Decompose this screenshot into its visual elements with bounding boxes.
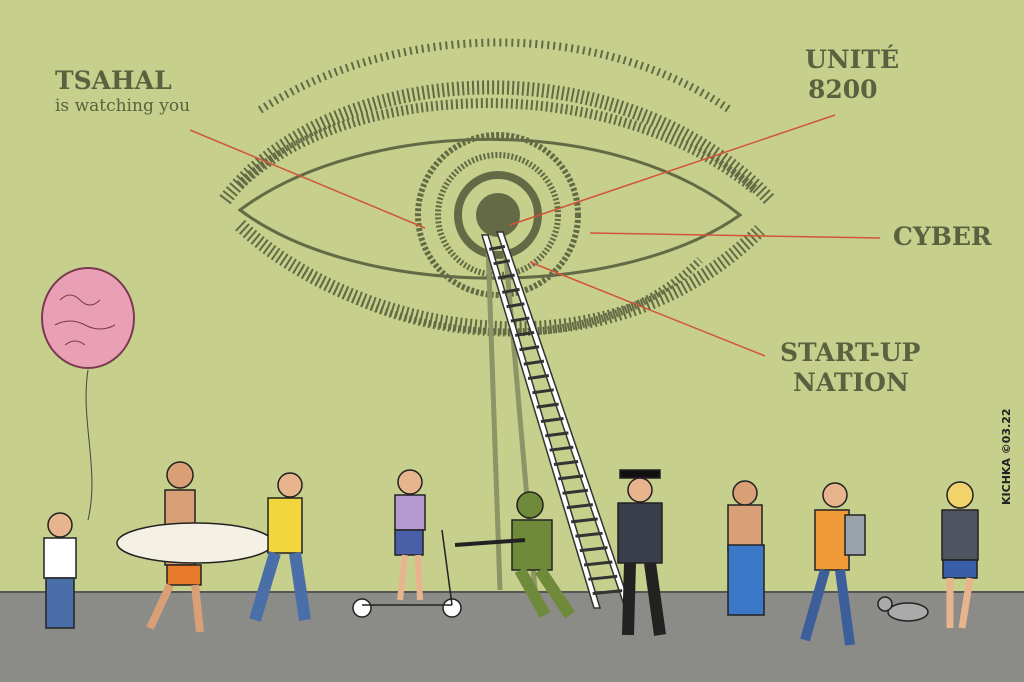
label-8200: 8200 [808,75,878,104]
ladder-rung [510,316,530,323]
pointer-lines [189,114,881,357]
artist-signature: KICHKA ©03.22 [1000,408,1013,505]
label-nation: NATION [793,368,909,397]
ladder-rung [519,345,540,352]
ladder-rung [579,546,608,553]
surfer [116,461,274,633]
ladder-rung [566,503,593,510]
woman-phone [941,481,979,629]
child [43,512,77,629]
man-backpack [800,482,866,646]
dog [877,596,929,622]
label-tsahal: TSAHAL [55,66,172,95]
label-unite: UNITÉ [805,45,900,74]
label-start-up: START-UP [780,338,921,367]
ladder-rung [489,244,506,251]
ladder-rung [545,431,569,438]
label-cyber: CYBER [893,222,992,251]
ladder-rung [540,417,564,423]
ladder-rung [549,445,574,452]
ladder-rung [497,273,515,280]
ladder [480,231,632,609]
ladder-rung [575,531,603,538]
man-cap [249,472,311,622]
ladder-rung [527,373,550,380]
ladder-rung [592,589,623,596]
ladder-rung [562,488,589,495]
woman-scooter [352,469,462,618]
ladder-rung [570,517,598,524]
ladder-rung [532,388,554,395]
people [43,461,979,646]
sidewalk [0,592,1024,682]
brain-balloon [41,267,135,521]
ladder-rung [583,560,613,567]
orthodox-man [617,469,666,636]
ladder-rung [536,402,559,409]
ladder-rung [514,330,535,337]
ladder-rung [553,460,579,467]
label-is-watching-you: is watching you [55,96,191,116]
ladder-rung [501,287,520,294]
ladder-rung [523,359,545,366]
ladder-rung [558,474,584,481]
woman-jogger [727,480,765,616]
soldier [454,491,575,619]
ladder-rung [493,259,511,266]
ladder-rung [588,574,618,581]
ladder-rung [506,302,525,309]
eye-engraving [219,38,776,337]
